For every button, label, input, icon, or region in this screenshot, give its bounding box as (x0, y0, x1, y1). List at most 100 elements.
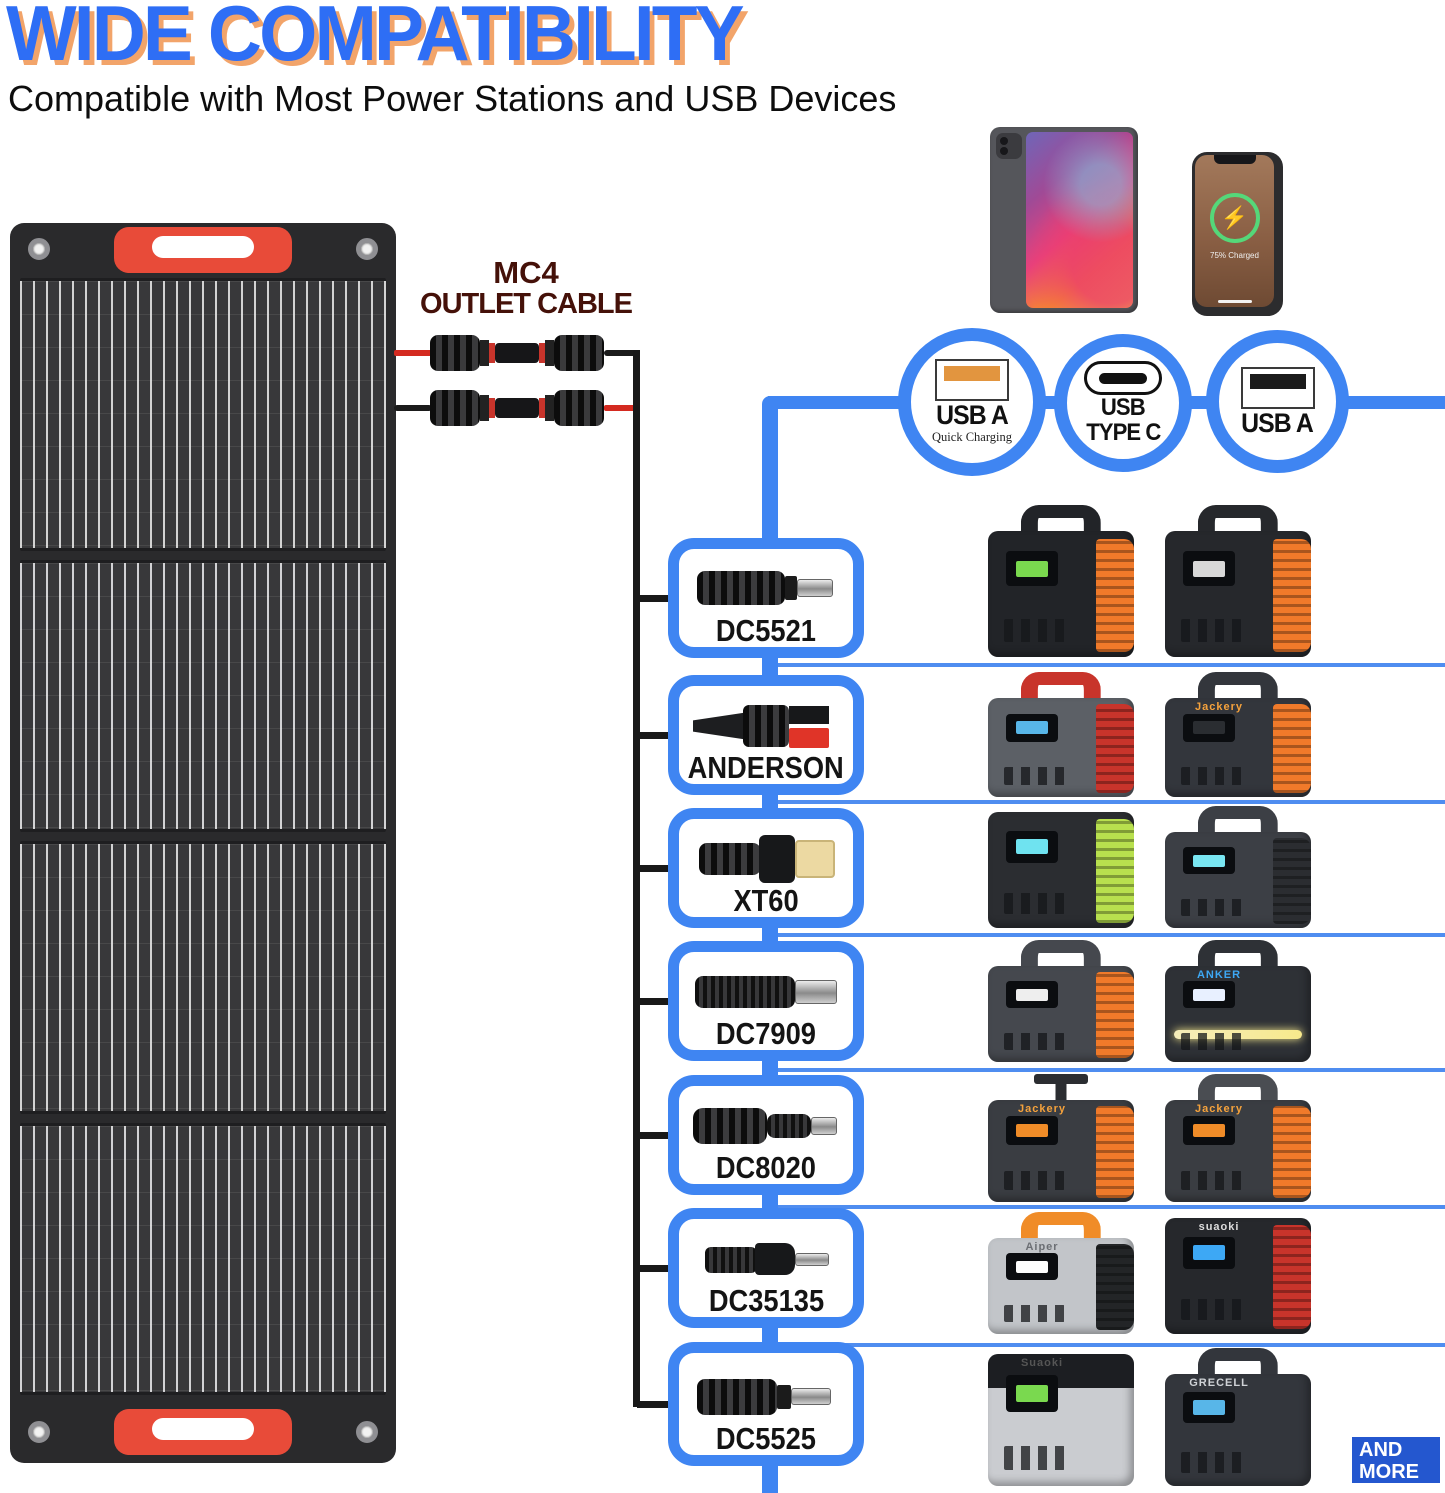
station-handle (1197, 505, 1279, 537)
mc4-cable-red (604, 405, 638, 411)
station-display (1182, 1391, 1236, 1424)
row-separator-line (770, 1343, 1445, 1347)
mc4-cable-black (394, 405, 432, 411)
station-brand-label: ANKER (1196, 969, 1242, 981)
connector-stub-line (637, 865, 681, 872)
connector-label: DC5521 (715, 613, 817, 648)
connector-label: DC5525 (715, 1421, 817, 1456)
station-body: ANKER (1165, 966, 1311, 1062)
power-station-image (1165, 505, 1311, 657)
station-ports (1004, 767, 1066, 786)
station-accent-panel (1096, 1243, 1134, 1331)
power-station-image (988, 672, 1134, 797)
station-body: Jackery (988, 1100, 1134, 1202)
dc8020-connector-image (691, 1100, 841, 1152)
connector-label: DC35135 (708, 1283, 824, 1318)
dc7909-connector-image (691, 966, 841, 1018)
solar-cell-section (20, 559, 386, 832)
station-brand-label: Jackery (1195, 701, 1244, 713)
station-handle (1197, 806, 1279, 838)
panel-handle-top (114, 227, 292, 273)
station-display (1182, 713, 1236, 742)
page-title: WIDE COMPATIBILITY (6, 0, 745, 77)
usb-a-port-icon (935, 359, 1009, 401)
xt60-connector-box: XT60 (668, 808, 864, 928)
station-body (988, 812, 1134, 928)
station-handle (1034, 1074, 1088, 1084)
dc5525-connector-box: DC5525 (668, 1342, 864, 1466)
dc8020-connector-box: DC8020 (668, 1075, 864, 1195)
charge-percent-label: 75% Charged (1210, 251, 1259, 260)
station-ports (1004, 1171, 1066, 1190)
usb-a-badge: USB A (1206, 330, 1349, 473)
station-accent-panel (1273, 538, 1311, 652)
station-display (1182, 1116, 1236, 1145)
grommet-icon (356, 1421, 378, 1443)
station-body: Suaoki (988, 1354, 1134, 1486)
station-display (1005, 830, 1059, 864)
station-accent-panel (1273, 703, 1311, 794)
row-separator-line (770, 1205, 1445, 1209)
power-station-image (1165, 806, 1311, 928)
station-handle (1197, 1348, 1279, 1380)
station-body (1165, 531, 1311, 657)
power-station-image: ANKER (1165, 940, 1311, 1062)
station-accent-panel (1096, 703, 1134, 794)
dc5521-connector-image (691, 563, 841, 615)
station-ports (1004, 1446, 1066, 1471)
station-ports (1004, 1033, 1066, 1051)
usb-c-port-icon (1084, 361, 1162, 395)
station-brand-label: Aiper (1025, 1241, 1059, 1253)
station-handle (1020, 672, 1102, 704)
anderson-connector-box: ANDERSON (668, 675, 864, 795)
usb-a-label: USB A (936, 400, 1009, 430)
and-more-badge: AND MORE (1352, 1437, 1440, 1483)
station-body: Aiper (988, 1238, 1134, 1334)
usb-type-c-badge: USB TYPE C (1054, 334, 1192, 472)
station-body: GRECELL (1165, 1374, 1311, 1486)
row-separator-line (770, 933, 1445, 937)
connector-stub-line (637, 1132, 681, 1139)
power-station-image (988, 505, 1134, 657)
connector-label: ANDERSON (687, 750, 845, 785)
station-handle (1055, 1082, 1067, 1104)
anderson-connector-image (691, 700, 841, 752)
page-subtitle: Compatible with Most Power Stations and … (8, 78, 897, 119)
station-accent-panel (1096, 818, 1134, 924)
dc5521-connector-box: DC5521 (668, 538, 864, 658)
dc35135-connector-box: DC35135 (668, 1208, 864, 1328)
handle-grip (152, 1418, 254, 1440)
station-accent-panel (1273, 1224, 1311, 1330)
station-handle (1020, 505, 1102, 537)
mc4-cable-black (604, 350, 638, 356)
station-ports (1181, 1033, 1243, 1051)
station-display (1005, 1375, 1059, 1413)
station-accent-panel (1096, 538, 1134, 652)
row-separator-line (770, 800, 1445, 804)
grommet-icon (28, 238, 50, 260)
dc7909-connector-box: DC7909 (668, 941, 864, 1061)
row-separator-line (770, 1068, 1445, 1072)
solar-cell-section (20, 1122, 386, 1395)
tablet-image (990, 127, 1138, 313)
phone-image: ⚡ 75% Charged (1192, 152, 1283, 316)
dc35135-connector-image (691, 1233, 841, 1285)
xt60-connector-image (691, 833, 841, 885)
station-body (1165, 832, 1311, 928)
connector-stub-line (637, 595, 681, 602)
charging-ring-icon: ⚡ (1209, 193, 1260, 243)
usb-a-port-icon (1240, 366, 1315, 409)
connector-label: DC7909 (715, 1016, 817, 1051)
power-station-image: Aiper (988, 1212, 1134, 1334)
connector-stub-line (637, 998, 681, 1005)
station-body: suaoki (1165, 1218, 1311, 1334)
station-display (1005, 1116, 1059, 1145)
power-station-image: Jackery (1165, 1074, 1311, 1202)
station-handle (1197, 1074, 1279, 1106)
station-brand-label: Jackery (1018, 1103, 1067, 1115)
station-ports (1181, 899, 1243, 917)
station-display (1005, 551, 1059, 587)
black-distribution-line (633, 350, 640, 1407)
power-station-image (988, 940, 1134, 1062)
